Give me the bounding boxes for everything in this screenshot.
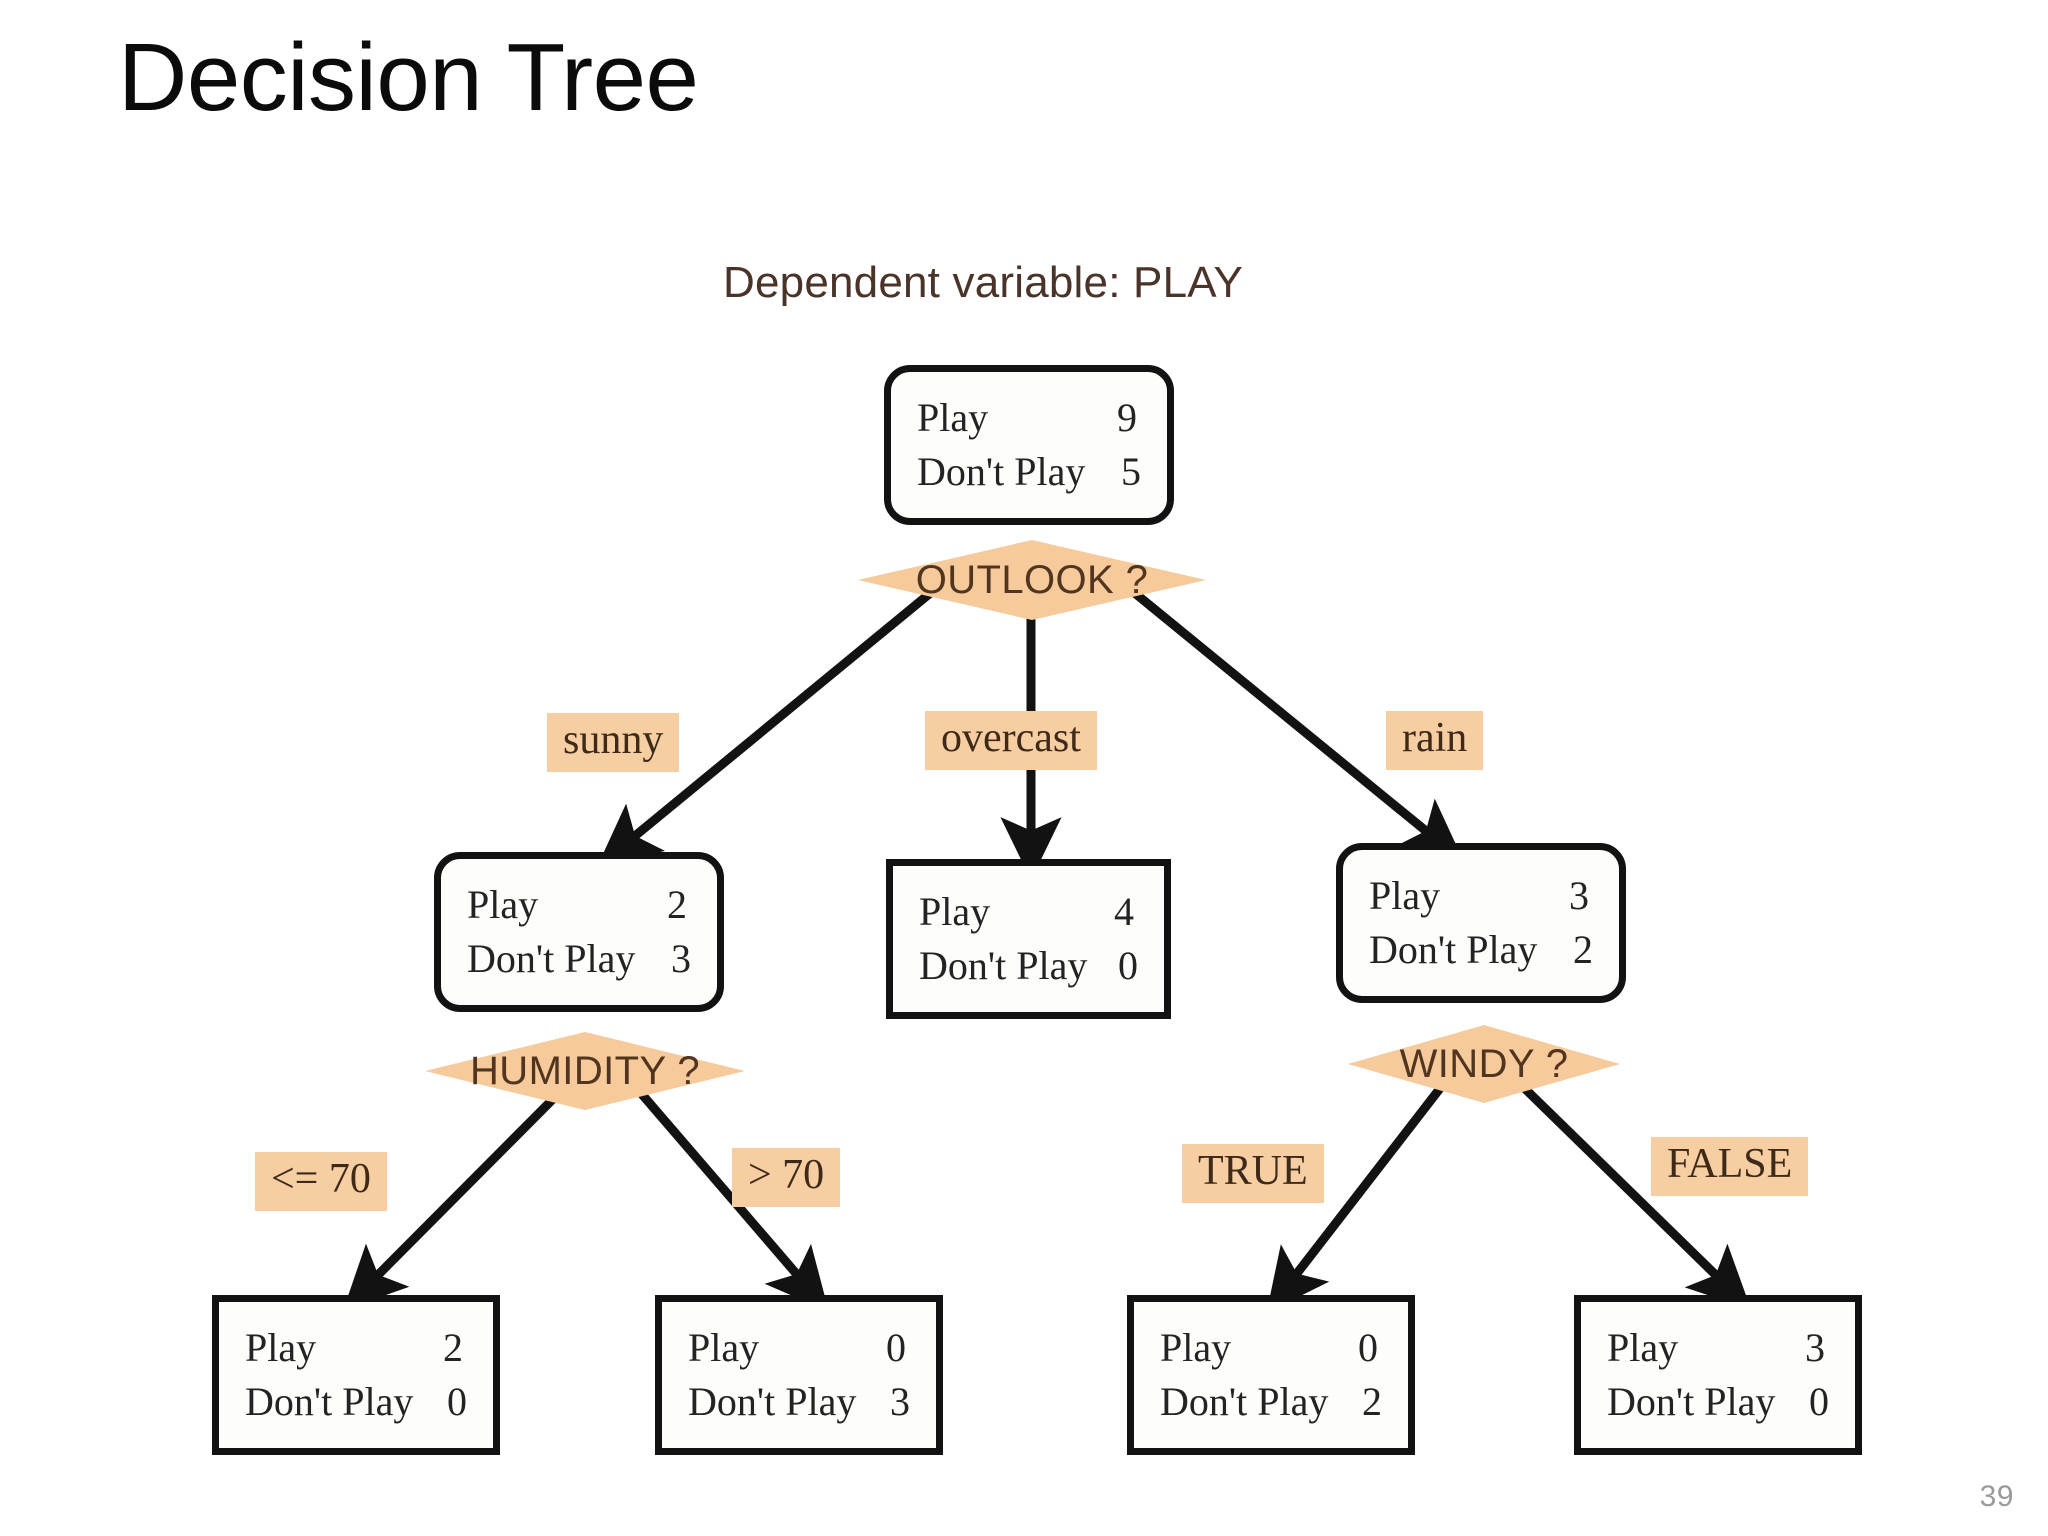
node-overcast-play-row: Play 4: [893, 885, 1164, 939]
row-label-dont-play: Don't Play: [467, 936, 636, 981]
branch-label-windy-false: FALSE: [1651, 1137, 1809, 1197]
row-label-play: Play: [1607, 1325, 1679, 1370]
node-rain-dontplay-row: Don't Play 2: [1343, 923, 1619, 977]
branch-label-rain: rain: [1386, 711, 1484, 771]
row-label-dont-play: Don't Play: [919, 943, 1088, 988]
node-root-dontplay-value: 5: [1121, 449, 1141, 494]
row-label-dont-play: Don't Play: [1607, 1379, 1776, 1424]
node-humidity-le70[interactable]: Play 2 Don't Play 0: [212, 1295, 500, 1455]
decision-windy-label: WINDY ?: [1399, 1041, 1569, 1086]
node-humidity-le70-dontplay-row: Don't Play 0: [219, 1375, 493, 1429]
row-label-dont-play: Don't Play: [917, 449, 1086, 494]
node-windy-false-dontplay-row: Don't Play 0: [1581, 1375, 1855, 1429]
branch-label-humidity-le70: <= 70: [255, 1152, 387, 1212]
node-windy-true-dontplay-value: 2: [1362, 1379, 1382, 1424]
node-rain-dontplay-value: 2: [1573, 927, 1593, 972]
node-windy-false[interactable]: Play 3 Don't Play 0: [1574, 1295, 1862, 1455]
node-windy-false-play-row: Play 3: [1581, 1321, 1855, 1375]
row-label-play: Play: [1160, 1325, 1232, 1370]
decision-windy[interactable]: WINDY ?: [1348, 1025, 1620, 1103]
node-windy-true-dontplay-row: Don't Play 2: [1134, 1375, 1408, 1429]
node-windy-true[interactable]: Play 0 Don't Play 2: [1127, 1295, 1415, 1455]
node-sunny-play-value: 2: [667, 882, 687, 927]
row-label-dont-play: Don't Play: [1369, 927, 1538, 972]
row-label-play: Play: [245, 1325, 317, 1370]
page-number: 39: [1979, 1480, 2014, 1513]
row-label-play: Play: [688, 1325, 760, 1370]
node-root-dontplay-row: Don't Play 5: [891, 445, 1167, 499]
node-root-play-row: Play 9: [891, 391, 1167, 445]
node-root-play-value: 9: [1117, 395, 1137, 440]
node-humidity-gt70[interactable]: Play 0 Don't Play 3: [655, 1295, 943, 1455]
node-sunny[interactable]: Play 2 Don't Play 3: [434, 852, 724, 1012]
node-sunny-dontplay-value: 3: [671, 936, 691, 981]
edge-humidity-le70: [343, 1081, 571, 1310]
node-humidity-le70-dontplay-value: 0: [447, 1379, 467, 1424]
decision-humidity[interactable]: HUMIDITY ?: [425, 1032, 745, 1110]
page-title: Decision Tree: [118, 24, 699, 131]
node-humidity-le70-play-value: 2: [443, 1325, 463, 1370]
node-overcast-dontplay-row: Don't Play 0: [893, 939, 1164, 993]
node-rain-play-row: Play 3: [1343, 869, 1619, 923]
node-humidity-gt70-play-row: Play 0: [662, 1321, 936, 1375]
node-humidity-le70-play-row: Play 2: [219, 1321, 493, 1375]
branch-label-humidity-gt70: > 70: [732, 1148, 841, 1208]
node-humidity-gt70-dontplay-row: Don't Play 3: [662, 1375, 936, 1429]
node-windy-true-play-value: 0: [1358, 1325, 1378, 1370]
decision-humidity-label: HUMIDITY ?: [470, 1048, 700, 1093]
node-sunny-play-row: Play 2: [441, 878, 717, 932]
node-rain-play-value: 3: [1569, 873, 1589, 918]
row-label-play: Play: [467, 882, 539, 927]
diagram-caption: Dependent variable: PLAY: [723, 258, 1244, 307]
branch-label-overcast: overcast: [925, 711, 1097, 771]
row-label-dont-play: Don't Play: [245, 1379, 414, 1424]
node-humidity-gt70-dontplay-value: 3: [890, 1379, 910, 1424]
row-label-dont-play: Don't Play: [1160, 1379, 1329, 1424]
node-root[interactable]: Play 9 Don't Play 5: [884, 365, 1174, 525]
node-windy-true-play-row: Play 0: [1134, 1321, 1408, 1375]
node-sunny-dontplay-row: Don't Play 3: [441, 932, 717, 986]
node-windy-false-play-value: 3: [1805, 1325, 1825, 1370]
node-humidity-gt70-play-value: 0: [886, 1325, 906, 1370]
decision-outlook-label: OUTLOOK ?: [915, 557, 1149, 602]
row-label-play: Play: [1369, 873, 1441, 918]
node-overcast-play-value: 4: [1114, 889, 1134, 934]
decision-outlook[interactable]: OUTLOOK ?: [858, 540, 1206, 620]
node-rain[interactable]: Play 3 Don't Play 2: [1336, 843, 1626, 1003]
node-overcast-dontplay-value: 0: [1118, 943, 1138, 988]
branch-label-sunny: sunny: [547, 713, 680, 773]
row-label-dont-play: Don't Play: [688, 1379, 857, 1424]
node-overcast[interactable]: Play 4 Don't Play 0: [886, 859, 1171, 1019]
node-windy-false-dontplay-value: 0: [1809, 1379, 1829, 1424]
row-label-play: Play: [919, 889, 991, 934]
row-label-play: Play: [917, 395, 989, 440]
branch-label-windy-true: TRUE: [1182, 1144, 1324, 1204]
